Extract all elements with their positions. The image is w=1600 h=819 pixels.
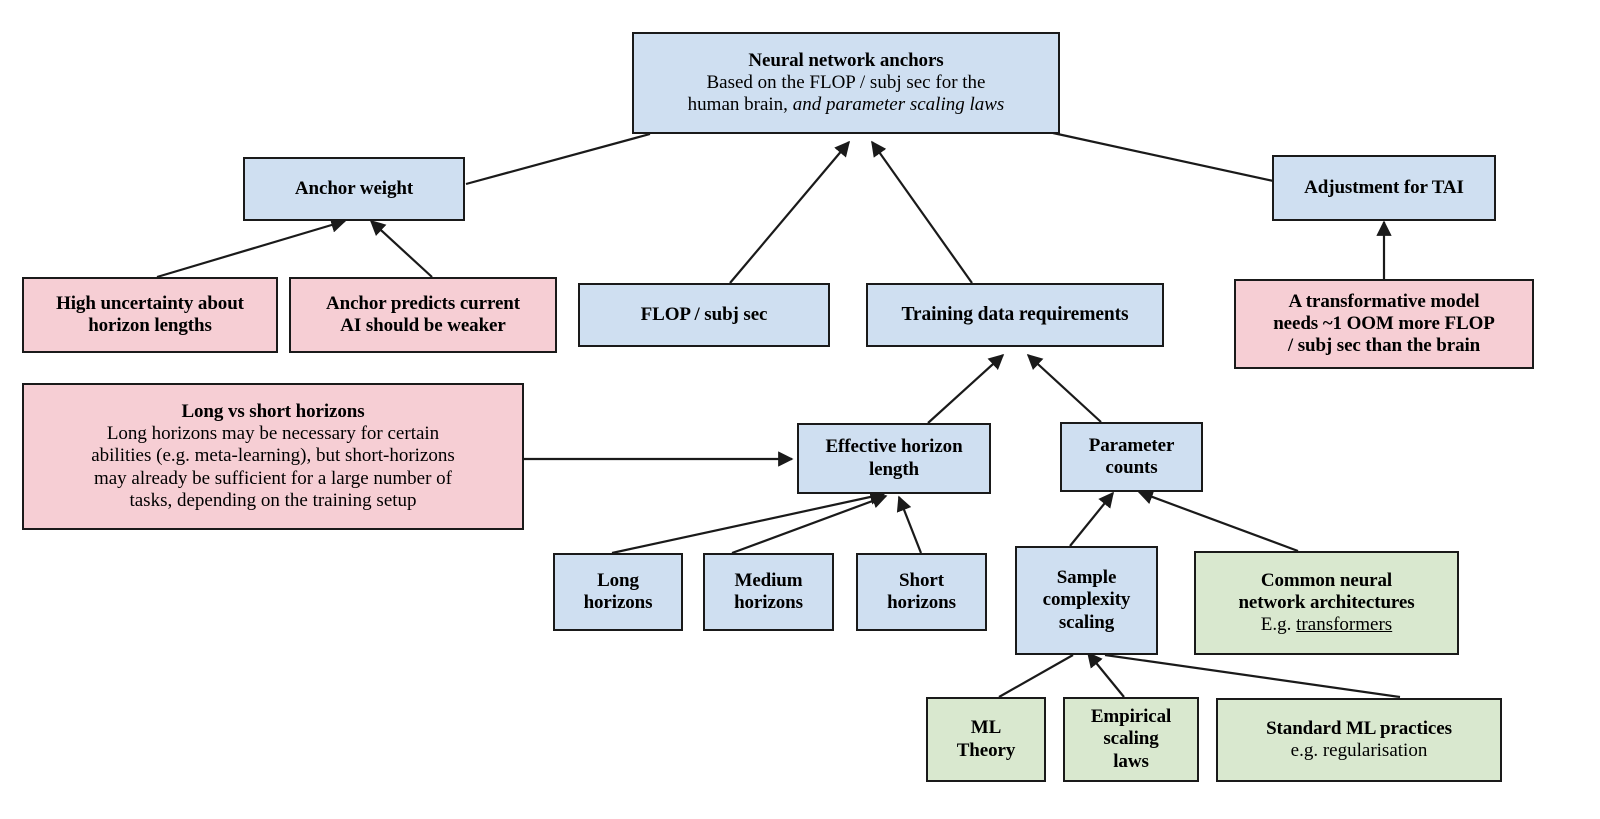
edge-training-to-anchors xyxy=(871,140,973,284)
node-subtitle-line-1: Long horizons may be necessary for certa… xyxy=(106,423,440,445)
node-title-line-1: A transformative model xyxy=(1288,290,1480,312)
node-neural-network-anchors[interactable]: Neural network anchors Based on the FLOP… xyxy=(632,32,1060,134)
node-long-horizons[interactable]: Long horizons xyxy=(553,553,683,631)
node-title-line-1: Anchor predicts current xyxy=(325,292,521,314)
node-subtitle-line-1: e.g. regularisation xyxy=(1290,740,1428,761)
node-subtitle-line-1: Based on the FLOP / subj sec for the xyxy=(706,71,986,93)
node-title-line-2: scaling xyxy=(1103,728,1159,750)
node-subtitle-italic: and parameter scaling laws xyxy=(792,94,1005,116)
node-title: Adjustment for TAI xyxy=(1304,176,1464,198)
node-title-line-2: horizons xyxy=(583,592,653,613)
node-anchor-weight[interactable]: Anchor weight xyxy=(243,157,465,221)
edge-anchor-weight-to-anchors xyxy=(465,132,651,186)
node-parameter-counts[interactable]: Parameter counts xyxy=(1060,422,1203,492)
node-title-line-2: AI should be weaker xyxy=(340,315,506,336)
node-title-line-1: Sample xyxy=(1056,567,1117,589)
node-title-line-1: Empirical xyxy=(1090,706,1172,728)
node-short-horizons[interactable]: Short horizons xyxy=(856,553,987,631)
node-title: Anchor weight xyxy=(294,177,414,199)
edge-short-to-effective xyxy=(896,495,923,554)
node-subtitle-line-3: may already be sufficient for a large nu… xyxy=(93,467,453,489)
node-title: Long vs short horizons xyxy=(181,401,365,423)
node-title-line-3: / subj sec than the brain xyxy=(1287,335,1481,357)
edge-tai-to-anchors xyxy=(1052,131,1279,184)
node-title-line-2: needs ~1 OOM more FLOP xyxy=(1273,312,1495,334)
node-title: FLOP / subj sec xyxy=(640,303,768,325)
node-long-vs-short-horizons[interactable]: Long vs short horizons Long horizons may… xyxy=(22,383,524,530)
node-subtitle-plain: human brain, xyxy=(687,94,788,116)
node-subtitle-prefix: E.g. xyxy=(1260,614,1297,636)
node-title-line-1: Medium xyxy=(734,569,803,591)
node-title-line-1: Common neural xyxy=(1260,569,1393,591)
node-title: Standard ML practices xyxy=(1266,717,1452,739)
node-subtitle-line-2: abilities (e.g. meta-learning), but shor… xyxy=(91,445,455,467)
node-flop-subj-sec[interactable]: FLOP / subj sec xyxy=(578,283,830,347)
node-title: Training data requirements xyxy=(901,303,1129,325)
node-title-line-2: length xyxy=(868,458,920,480)
node-standard-ml-practices[interactable]: Standard ML practices e.g. regularisatio… xyxy=(1216,698,1502,782)
node-subtitle-line-2: human brain, and parameter scaling laws xyxy=(688,94,1005,116)
edge-mltheory-to-sample xyxy=(998,654,1074,698)
node-title-line-1: Effective horizon xyxy=(825,436,963,458)
edge-flop-to-anchors xyxy=(729,140,850,284)
node-title-line-2: horizon lengths xyxy=(88,315,212,336)
node-title-line-2: horizons xyxy=(887,592,956,613)
node-title-line-2: counts xyxy=(1105,457,1158,478)
edge-uncertainty-to-anchor-weight xyxy=(156,217,347,279)
edge-predicts-to-anchor-weight xyxy=(369,219,433,278)
edge-empirical-to-sample xyxy=(1087,651,1125,698)
node-title: Neural network anchors xyxy=(748,49,944,71)
node-empirical-scaling-laws[interactable]: Empirical scaling laws xyxy=(1063,697,1199,782)
node-sample-complexity-scaling[interactable]: Sample complexity scaling xyxy=(1015,546,1158,655)
node-title-line-3: laws xyxy=(1113,750,1149,772)
node-common-neural-network-architectures[interactable]: Common neural network architectures E.g.… xyxy=(1194,551,1459,655)
edge-architectures-to-parameters xyxy=(1137,489,1299,553)
node-title-line-1: Parameter xyxy=(1088,434,1175,456)
edge-medium-to-effective xyxy=(731,493,888,555)
node-subtitle-line-4: tasks, depending on the training setup xyxy=(129,489,417,511)
node-transformative-model-flop[interactable]: A transformative model needs ~1 OOM more… xyxy=(1234,279,1534,369)
edge-practices-to-sample xyxy=(1104,653,1401,699)
node-title-line-2: Theory xyxy=(956,739,1016,761)
node-high-uncertainty-about-horizon-lengths[interactable]: High uncertainty about horizon lengths xyxy=(22,277,278,353)
edge-long-to-effective xyxy=(611,489,886,555)
node-adjustment-for-tai[interactable]: Adjustment for TAI xyxy=(1272,155,1496,221)
node-ml-theory[interactable]: ML Theory xyxy=(926,697,1046,782)
node-effective-horizon-length[interactable]: Effective horizon length xyxy=(797,423,991,494)
node-title-line-2: network architectures xyxy=(1238,591,1415,613)
node-title-line-2: complexity xyxy=(1042,589,1131,611)
node-title-line-1: Short xyxy=(899,569,944,591)
node-title-line-1: ML xyxy=(970,717,1002,739)
transformers-link[interactable]: transformers xyxy=(1296,614,1393,636)
node-title-line-1: Long xyxy=(597,569,639,591)
node-title-line-2: horizons xyxy=(734,592,803,613)
node-title-line-1: High uncertainty about xyxy=(56,292,244,314)
node-title-line-3: scaling xyxy=(1058,611,1115,633)
edge-parameters-to-training xyxy=(1026,353,1102,423)
edge-effective-to-training xyxy=(927,353,1005,424)
node-subtitle-line-1: E.g. transformers xyxy=(1261,614,1392,636)
node-anchor-predicts-current-ai-should-be-weaker[interactable]: Anchor predicts current AI should be wea… xyxy=(289,277,557,353)
edge-sample-to-parameters xyxy=(1069,491,1114,547)
node-training-data-requirements[interactable]: Training data requirements xyxy=(866,283,1164,347)
node-medium-horizons[interactable]: Medium horizons xyxy=(703,553,834,631)
